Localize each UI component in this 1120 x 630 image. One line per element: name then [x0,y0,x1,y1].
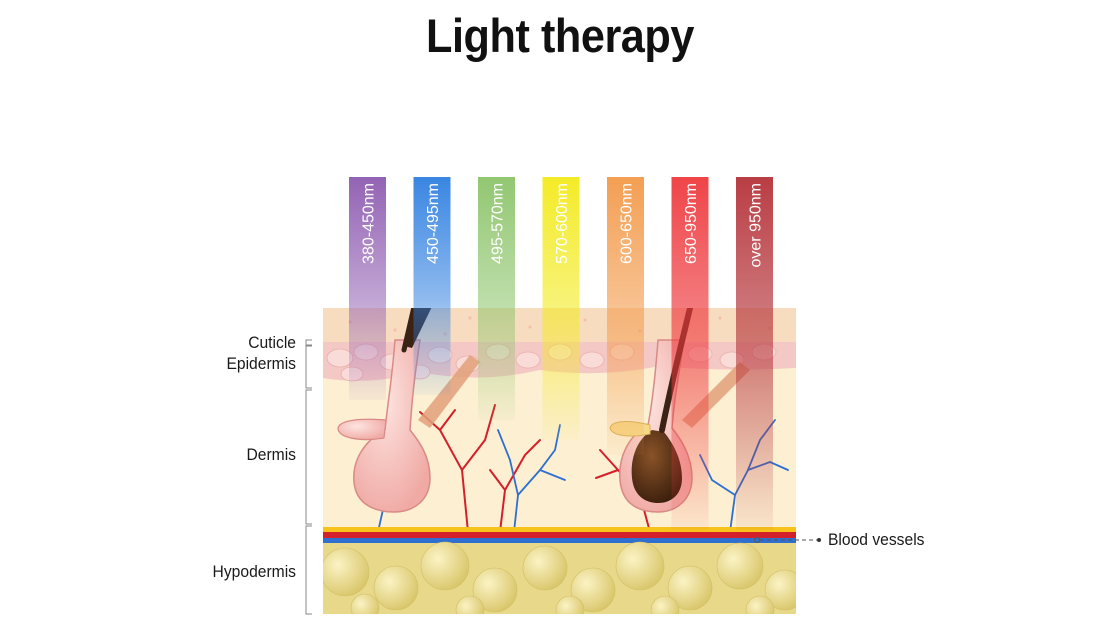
page-title: Light therapy [426,9,694,62]
label-cuticle: Cuticle [248,333,296,352]
artery-band [323,532,796,538]
light-band-label: 380-450nm [361,183,378,264]
light-bands: 380-450nm 450-495nm 495-570nm 570-600nm 600-… [349,177,773,530]
layer-brackets [305,339,312,615]
label-dermis: Dermis [246,445,296,464]
light-band-label: 600-650nm [619,183,636,264]
light-band [349,177,386,400]
light-band-label: 495-570nm [490,183,507,264]
light-band [542,177,580,440]
label-hypodermis: Hypodermis [212,562,296,581]
light-band [607,177,644,455]
light-band-label: 450-495nm [425,183,442,264]
label-blood-vessels: Blood vessels [828,530,925,549]
blood-vessels-leader [754,537,821,543]
light-band [478,177,515,420]
light-band [736,177,773,530]
light-band-label: 570-600nm [554,183,571,264]
vein-band [323,538,796,543]
light-band [413,177,451,395]
light-band [671,177,709,530]
light-band-label: over 950nm [748,183,765,268]
light-band-label: 650-950nm [683,183,700,264]
label-epidermis: Epidermis [226,354,296,373]
